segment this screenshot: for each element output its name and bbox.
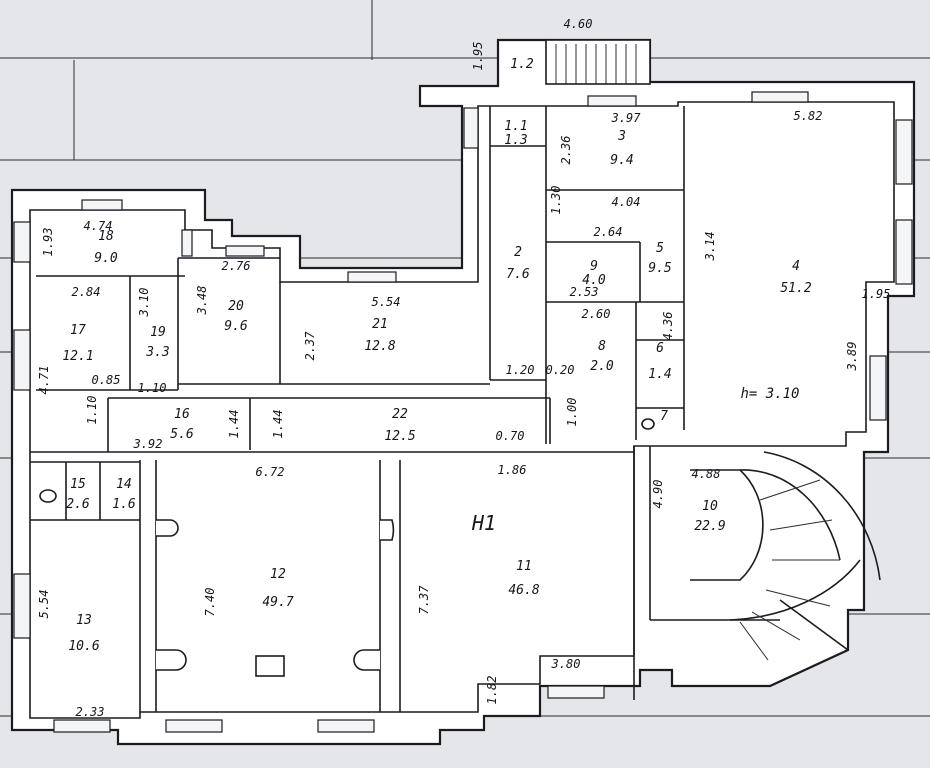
dimension-label: 0.85 [92,373,121,387]
room-number: 22 [392,407,408,422]
dimension-label: 2.64 [594,225,623,239]
room-number: 9 [590,259,598,274]
room-area: 10.6 [68,639,99,654]
room-area: 1.3 [504,133,527,148]
dimension-label: 2.33 [76,705,105,719]
room-area: 51.2 [780,281,811,296]
dimension-label: 5.54 [37,590,51,619]
room-area: 49.7 [262,595,293,610]
dimension-label: 2.36 [559,136,573,165]
dimension-label: 0.70 [496,429,525,443]
fixtures [39,418,655,503]
floor-label: H1 [471,511,496,535]
dimension-label: 3.14 [703,232,717,262]
room-number: 7 [660,409,668,424]
curved-stair [690,451,881,661]
dimension-label: 5.54 [372,295,401,309]
room-area: 3.3 [145,345,169,360]
room-area: 2.6 [66,497,90,512]
top-stair [545,39,651,85]
dimension-label: 2.37 [303,331,317,361]
room-area: 12.1 [62,349,93,364]
dimension-label: 6.72 [256,465,285,479]
room-area: 46.8 [508,583,539,598]
room-number: 1.2 [510,57,534,72]
dimension-label: 4.90 [651,480,665,509]
room-number: 18 [98,229,114,244]
dimension-label: 7.40 [203,588,217,617]
room-area: 5.6 [170,427,194,442]
dimension-label: 1.10 [138,381,167,395]
dimension-label: 3.92 [133,437,163,451]
dimension-label: 1.10 [85,396,99,425]
room-area: 9.0 [94,251,118,266]
room-number: 15 [70,477,86,492]
room-area: 1.4 [648,367,671,382]
dimension-label: 1.95 [862,287,891,301]
room-number: 11 [516,559,532,574]
dimension-label: 0.20 [546,363,575,377]
room-number: 6 [656,341,664,356]
room-area: 9.5 [648,261,672,276]
room-number: 20 [228,299,244,314]
room-area: 4.0 [582,273,606,288]
dimension-label: 1.86 [498,463,527,477]
room-area: 9.4 [610,153,633,168]
room-number: 10 [702,499,718,514]
room-number: 1.1 [504,119,527,134]
dimension-label: 4.71 [37,366,51,395]
room-area: 12.5 [384,429,415,444]
dimension-label: 3.80 [551,657,581,671]
dimension-label: 4.74 [84,219,113,233]
dimension-label: 1.30 [549,186,563,215]
dimension-label: 2.60 [582,307,611,321]
ceiling-height-label: h= 3.10 [740,386,799,402]
room-area: 9.6 [224,319,248,334]
dimension-label: 2.53 [570,285,599,299]
dimension-label: 1.82 [485,676,499,705]
interior-partitions [30,106,780,712]
room-number: 5 [656,241,664,256]
hall-piers [156,519,395,677]
dimension-label: 7.37 [417,585,431,615]
dimension-label: 3.89 [845,342,859,372]
dimension-label: 4.88 [692,467,721,481]
room-number: 4 [792,259,800,274]
dimension-label: 1.93 [41,228,55,257]
dimension-label: 2.84 [72,285,101,299]
dimension-label: 4.36 [661,312,675,341]
dimension-label: 1.20 [506,363,535,377]
room-number: 17 [70,323,86,338]
room-number: 16 [174,407,190,422]
room-area: 7.6 [506,267,530,282]
dimension-label: 4.60 [564,17,593,31]
dimension-label: 1.00 [565,398,579,427]
room-area: 12.8 [364,339,395,354]
room-number: 2 [514,245,522,260]
room-area: 2.0 [590,359,614,374]
room-area: 22.9 [694,519,725,534]
dimension-label: 1.44 [227,410,241,439]
dimension-label: 5.82 [794,109,823,123]
room-number: 8 [598,339,606,354]
room-number: 3 [617,129,626,144]
dimension-label: 1.95 [471,42,485,71]
dimension-label: 2.76 [222,259,251,273]
plan-labels: 1.11.3 1.2 2 7.6 3 9.4 4 51.2 5 9.5 6 1.4 7 8 2.0 94.0 1… [37,17,890,719]
room-number: 19 [150,325,166,340]
room-number: 14 [116,477,132,492]
room-area: 1.6 [112,497,136,512]
room-number: 12 [270,567,286,582]
windows [13,91,913,733]
room-number: 21 [372,317,388,332]
dimension-label: 3.97 [611,111,642,125]
dimension-label: 3.10 [137,288,151,318]
dimension-label: 3.48 [195,286,209,316]
room-number: 13 [76,613,92,628]
dimension-label: 4.04 [612,195,641,209]
dimension-label: 1.44 [271,410,285,439]
